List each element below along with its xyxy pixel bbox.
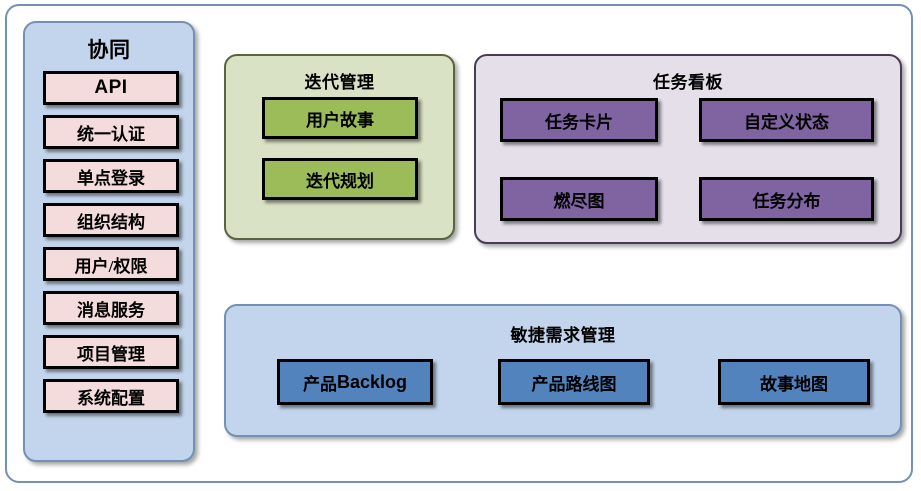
collab-item-org-structure[interactable]: 组织结构 [43,203,179,237]
iteration-item-iteration-planning[interactable]: 迭代规划 [262,158,418,200]
panel-task-board[interactable]: 任务看板 任务卡片 自定义状态 燃尽图 任务分布 [474,54,902,244]
collab-item-message-service[interactable]: 消息服务 [43,291,179,325]
collab-item-api[interactable]: API [43,71,179,105]
taskboard-item-custom-status[interactable]: 自定义状态 [699,98,874,142]
collaboration-item-list: API 统一认证 单点登录 组织结构 用户/权限 消息服务 项目管理 系统配置 [43,71,179,423]
panel-collaboration[interactable]: 协同 API 统一认证 单点登录 组织结构 用户/权限 消息服务 项目管理 系统… [23,21,195,462]
panel-iteration-title: 迭代管理 [304,73,375,92]
agile-item-product-roadmap[interactable]: 产品路线图 [498,359,650,405]
diagram-outer-frame: 协同 API 统一认证 单点登录 组织结构 用户/权限 消息服务 项目管理 系统… [5,4,913,483]
agile-item-product-backlog-cjk: 产品 [302,374,337,394]
panel-task-board-title: 任务看板 [653,73,723,92]
panel-collaboration-title: 协同 [87,39,131,62]
panel-iteration-management[interactable]: 迭代管理 用户故事 迭代规划 [224,54,455,240]
panel-agile-title: 敏捷需求管理 [510,326,616,345]
agile-item-story-map[interactable]: 故事地图 [718,359,870,405]
taskboard-item-task-distribution[interactable]: 任务分布 [699,177,874,221]
collab-item-project-management[interactable]: 项目管理 [43,335,179,369]
collab-item-user-permission[interactable]: 用户/权限 [43,247,179,281]
collab-item-single-sign-on[interactable]: 单点登录 [43,159,179,193]
agile-item-product-backlog-latin: Backlog [336,371,408,392]
taskboard-item-burndown-chart[interactable]: 燃尽图 [500,177,658,221]
taskboard-item-task-card[interactable]: 任务卡片 [500,98,658,142]
collab-item-unified-auth[interactable]: 统一认证 [43,115,179,149]
iteration-item-user-story[interactable]: 用户故事 [262,97,418,139]
collab-item-system-config[interactable]: 系统配置 [43,379,179,413]
